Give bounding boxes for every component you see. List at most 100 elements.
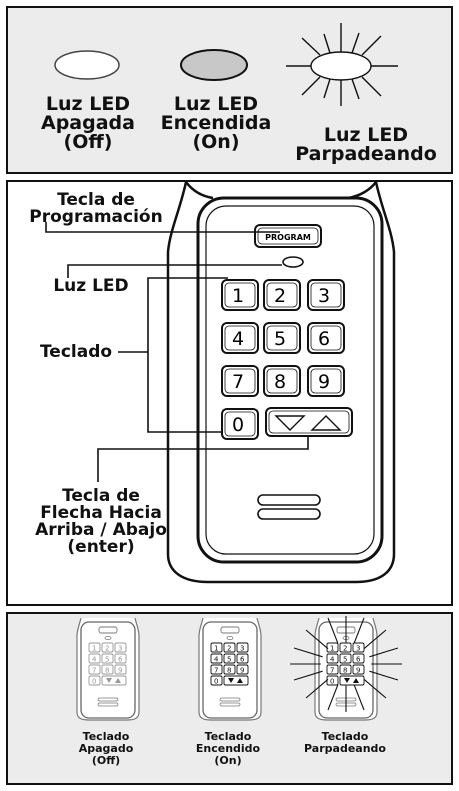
svg-text:5: 5	[227, 656, 231, 664]
key-5[interactable]: 5	[263, 322, 301, 354]
led-blinking-label: Luz LED Parpadeando	[295, 124, 437, 165]
program-key-label: Tecla de Programación	[29, 190, 163, 227]
speaker-icon	[257, 494, 321, 520]
mini-key: 6	[236, 653, 249, 664]
mini-key: 5	[223, 653, 236, 664]
key-0[interactable]: 0	[221, 408, 259, 440]
svg-text:9: 9	[356, 667, 360, 675]
mini-key: 0	[210, 675, 223, 686]
svg-text:4: 4	[214, 656, 219, 664]
svg-text:8: 8	[343, 667, 347, 675]
svg-text:4: 4	[92, 656, 97, 664]
key-label: 0	[232, 414, 244, 436]
mini-key: 0	[88, 675, 101, 686]
svg-text:3: 3	[356, 645, 360, 653]
key-7[interactable]: 7	[221, 365, 259, 397]
led-blinking-icon	[286, 23, 398, 106]
svg-text:9: 9	[118, 667, 122, 675]
arrow-key-label: Tecla de Flecha Hacia Arriba / Abajo (en…	[35, 486, 167, 557]
mini-key: 2	[101, 642, 114, 653]
svg-text:4: 4	[330, 656, 335, 664]
arrow-key[interactable]	[265, 407, 353, 437]
key-label: 3	[318, 285, 330, 307]
mini-key: 9	[352, 664, 365, 675]
mini-key: 4	[326, 653, 339, 664]
key-label: 1	[232, 285, 244, 307]
mini-key: 6	[352, 653, 365, 664]
svg-text:7: 7	[330, 667, 334, 675]
svg-text:0: 0	[92, 678, 96, 686]
mini-key: 1	[326, 642, 339, 653]
led-on-icon	[180, 49, 248, 81]
svg-text:1: 1	[330, 645, 334, 653]
svg-text:9: 9	[240, 667, 244, 675]
key-3[interactable]: 3	[307, 279, 345, 311]
led-on-label: Luz LED Encendida (On)	[160, 93, 272, 153]
arrow-down-icon	[274, 415, 306, 431]
led-label: Luz LED	[53, 276, 129, 296]
key-2[interactable]: 2	[263, 279, 301, 311]
mini-key: 1	[210, 642, 223, 653]
leader-lines	[45, 222, 309, 482]
key-label: 2	[274, 285, 286, 307]
key-1[interactable]: 1	[221, 279, 259, 311]
mini-key: 3	[236, 642, 249, 653]
mini-key: 8	[223, 664, 236, 675]
mini-key: 1	[88, 642, 101, 653]
svg-text:8: 8	[105, 667, 109, 675]
key-label: 6	[318, 328, 330, 350]
led-off-label: Luz LED Apagada (Off)	[41, 93, 135, 153]
keypad-on-label: Teclado Encendido (On)	[195, 730, 261, 768]
svg-text:3: 3	[240, 645, 244, 653]
svg-text:0: 0	[214, 678, 218, 686]
mini-key: 0	[326, 675, 339, 686]
mini-key: 8	[101, 664, 114, 675]
led-states-panel: Luz LED Apagada (Off) Luz LED Encendida …	[6, 6, 453, 174]
mini-key: 2	[339, 642, 352, 653]
mini-key: 3	[352, 642, 365, 653]
svg-text:6: 6	[118, 656, 123, 664]
led-off-icon	[54, 50, 120, 80]
key-9[interactable]: 9	[307, 365, 345, 397]
mini-key: 7	[88, 664, 101, 675]
svg-text:1: 1	[92, 645, 96, 653]
keypad-label: Teclado	[39, 342, 113, 362]
key-6[interactable]: 6	[307, 322, 345, 354]
svg-text:2: 2	[343, 645, 347, 653]
key-label: 9	[318, 371, 330, 393]
key-8[interactable]: 8	[263, 365, 301, 397]
key-label: 4	[232, 328, 244, 350]
svg-text:3: 3	[118, 645, 122, 653]
svg-text:7: 7	[214, 667, 218, 675]
mini-key: 2	[223, 642, 236, 653]
mini-key: 3	[114, 642, 127, 653]
program-button[interactable]	[254, 224, 322, 248]
svg-text:6: 6	[240, 656, 245, 664]
key-4[interactable]: 4	[221, 322, 259, 354]
mini-key: 7	[210, 664, 223, 675]
key-label: 8	[274, 371, 286, 393]
svg-text:1: 1	[214, 645, 218, 653]
keypad-off-label: Teclado Apagado (Off)	[78, 730, 134, 768]
svg-text:7: 7	[92, 667, 96, 675]
svg-text:0: 0	[330, 678, 334, 686]
arrow-up-icon	[310, 415, 342, 431]
svg-text:6: 6	[356, 656, 361, 664]
mini-key: 6	[114, 653, 127, 664]
svg-text:5: 5	[105, 656, 109, 664]
mini-key: 4	[88, 653, 101, 664]
led-states-graphics	[54, 23, 398, 106]
key-label: 7	[232, 371, 244, 393]
program-button-text: PROGRAM	[265, 233, 311, 242]
svg-text:2: 2	[105, 645, 109, 653]
mini-key: 8	[339, 664, 352, 675]
mini-key: 4	[210, 653, 223, 664]
